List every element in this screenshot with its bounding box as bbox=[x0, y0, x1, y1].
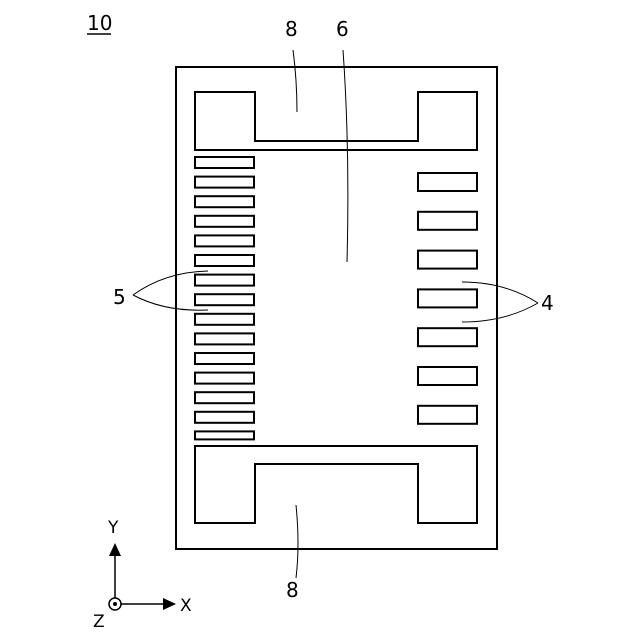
left-finger-electrode bbox=[195, 255, 254, 266]
left-finger-electrode bbox=[195, 431, 254, 439]
left-finger-electrode bbox=[195, 392, 254, 403]
left-finger-electrode bbox=[195, 373, 254, 384]
leader-right-group-b bbox=[462, 303, 538, 322]
right-finger-electrode bbox=[418, 406, 477, 424]
left-finger-electrode bbox=[195, 275, 254, 286]
leader-right-group-a bbox=[462, 282, 538, 303]
top-pad-8 bbox=[195, 92, 477, 150]
z-axis-label: Z bbox=[93, 612, 105, 632]
bottom-pad-8 bbox=[195, 446, 477, 523]
right-finger-electrode bbox=[418, 289, 477, 307]
z-axis-dot bbox=[113, 602, 117, 606]
left-finger-electrode bbox=[195, 412, 254, 423]
leader-top-pad bbox=[293, 50, 297, 112]
x-axis-arrowhead bbox=[163, 598, 176, 610]
ref-label-right-group: 4 bbox=[541, 291, 554, 315]
right-finger-electrode bbox=[418, 251, 477, 269]
left-finger-electrode bbox=[195, 235, 254, 246]
device-number-label: 10 bbox=[87, 11, 112, 35]
right-finger-electrode bbox=[418, 212, 477, 230]
right-finger-electrode bbox=[418, 173, 477, 191]
right-finger-group-4 bbox=[418, 173, 477, 424]
left-finger-electrode bbox=[195, 294, 254, 305]
ref-label-bottom-pad: 8 bbox=[286, 578, 299, 602]
left-finger-electrode bbox=[195, 157, 254, 168]
x-axis-label: X bbox=[180, 596, 192, 616]
left-finger-group-5 bbox=[195, 157, 254, 439]
left-finger-electrode bbox=[195, 314, 254, 325]
right-finger-electrode bbox=[418, 367, 477, 385]
left-finger-electrode bbox=[195, 177, 254, 188]
right-finger-electrode bbox=[418, 328, 477, 346]
left-finger-electrode bbox=[195, 216, 254, 227]
leader-center bbox=[343, 50, 348, 262]
ref-label-center: 6 bbox=[336, 17, 349, 41]
left-finger-electrode bbox=[195, 353, 254, 364]
leader-bottom-pad bbox=[296, 505, 298, 578]
leader-left-group-b bbox=[133, 295, 208, 310]
ref-label-left-group: 5 bbox=[113, 285, 126, 309]
left-finger-electrode bbox=[195, 196, 254, 207]
ref-label-top-pad: 8 bbox=[285, 17, 298, 41]
left-finger-electrode bbox=[195, 333, 254, 344]
y-axis-arrowhead bbox=[109, 543, 121, 556]
y-axis-label: Y bbox=[107, 518, 119, 538]
